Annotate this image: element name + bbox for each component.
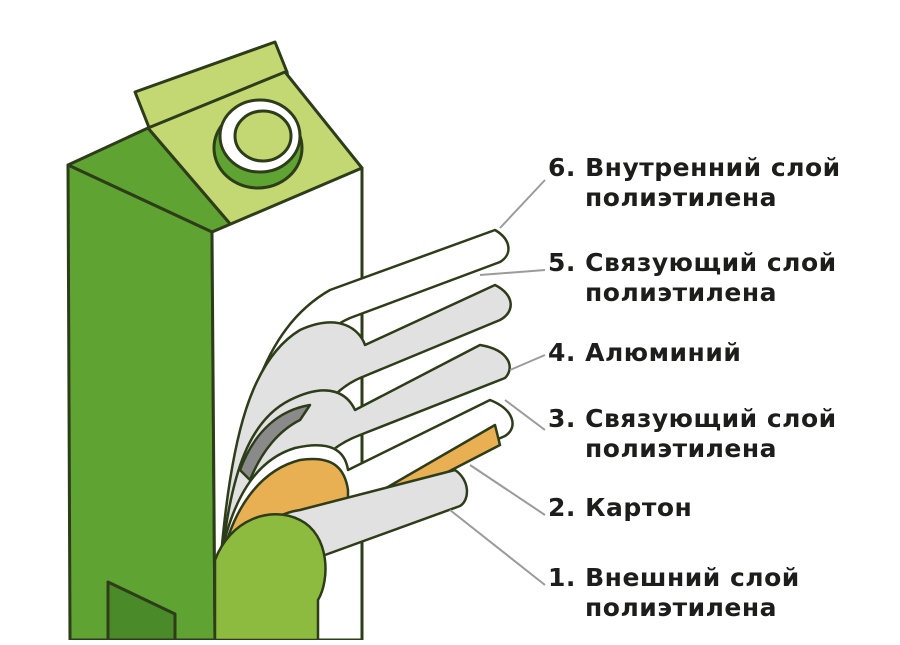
leader-6 [499,179,546,229]
layer-4-edge [238,403,312,482]
label-6-line2: полиэтилена [585,183,778,212]
label-2-number: 2. [548,493,576,522]
leader-lines [449,179,546,586]
label-6-line1: Внутренний слой [585,153,841,182]
label-1-number: 1. [548,563,576,592]
label-layer-5: 5. Связующий слой полиэтилена [548,248,837,308]
cap-top [233,109,293,163]
label-3-number: 3. [548,404,576,433]
leader-5 [479,269,546,276]
leader-3 [504,399,546,431]
label-5-line1: Связующий слой [585,248,837,277]
green-curl [213,513,327,642]
label-5-number: 5. [548,248,576,277]
label-3-line1: Связующий слой [585,404,837,433]
leader-2 [469,464,546,516]
label-2-line1: Картон [585,493,693,522]
label-layer-1: 1. Внешний слой полиэтилена [548,563,800,623]
label-3-line2: полиэтилена [585,434,778,463]
label-layer-2: 2. Картон [548,493,692,523]
label-5-line2: полиэтилена [585,278,778,307]
label-layer-6: 6. Внутренний слой полиэтилена [548,153,841,213]
label-layer-4: 4. Алюминий [548,338,741,368]
carton-left-face [66,163,217,642]
label-4-line1: Алюминий [585,338,742,367]
leader-4 [509,354,546,371]
label-layer-3: 3. Связующий слой полиэтилена [548,404,837,464]
label-4-number: 4. [548,338,576,367]
label-1-line2: полиэтилена [585,593,778,622]
label-1-line1: Внешний слой [585,563,800,592]
label-6-number: 6. [548,153,576,182]
leader-1 [449,509,546,586]
